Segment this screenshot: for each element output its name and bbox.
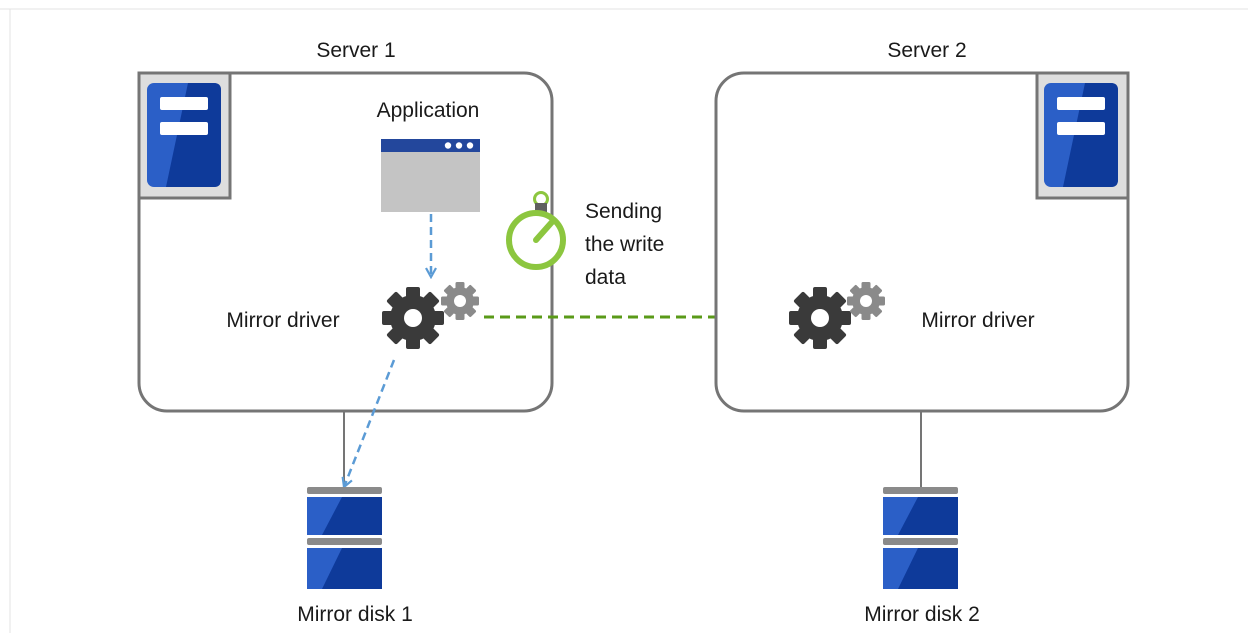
server-1: Server 1 bbox=[137, 39, 554, 413]
driver-to-disk-1-arrow bbox=[344, 359, 396, 487]
stopwatch-icon bbox=[506, 191, 566, 270]
server-2-title: Server 2 bbox=[887, 39, 966, 62]
application-label: Application bbox=[377, 99, 480, 122]
mirror-disk-2: Mirror disk 2 bbox=[864, 487, 980, 626]
server-tower-icon bbox=[1035, 71, 1130, 200]
transfer-label-line-1: Sending bbox=[585, 200, 662, 223]
server-2: Server 2 bbox=[714, 39, 1130, 413]
transfer-label-line-3: data bbox=[585, 266, 626, 289]
mirror-driver-2: Mirror driver bbox=[789, 282, 1035, 349]
transfer-label: Sending the write data bbox=[585, 200, 664, 289]
driver-1-label: Mirror driver bbox=[226, 309, 339, 332]
server-tower-icon bbox=[137, 71, 232, 200]
transfer-label-line-2: the write bbox=[585, 233, 664, 256]
mirror-disk-1: Mirror disk 1 bbox=[297, 487, 413, 626]
application: Application bbox=[377, 99, 480, 212]
disk-2-label: Mirror disk 2 bbox=[864, 603, 980, 626]
disk-1-label: Mirror disk 1 bbox=[297, 603, 413, 626]
disk-stack-icon bbox=[307, 487, 382, 589]
disk-stack-icon bbox=[883, 487, 958, 589]
application-window-icon bbox=[381, 139, 480, 212]
driver-2-label: Mirror driver bbox=[921, 309, 1034, 332]
mirror-driver-1: Mirror driver bbox=[226, 282, 479, 349]
server-1-title: Server 1 bbox=[316, 39, 395, 62]
